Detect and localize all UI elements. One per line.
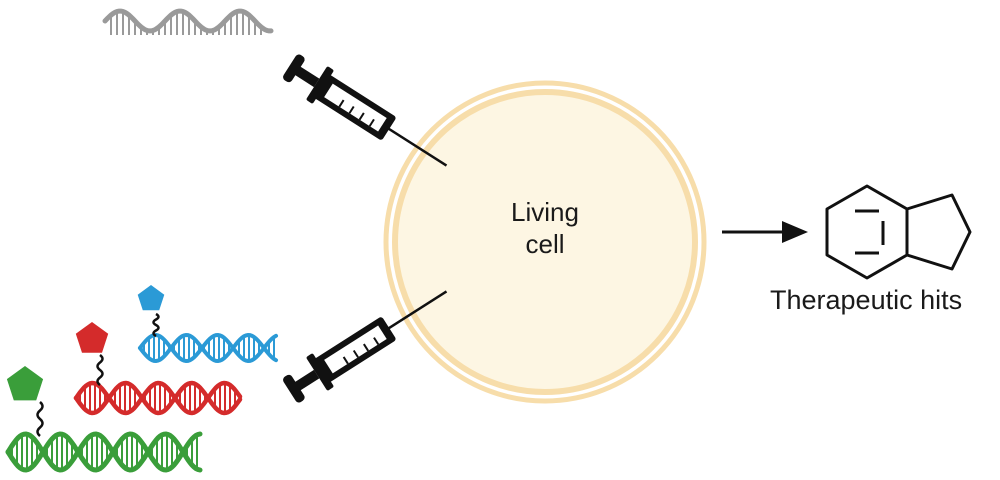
green-tagged-dna-icon xyxy=(5,366,203,473)
dna-backbone xyxy=(73,380,243,416)
indane-molecule-icon xyxy=(825,184,972,280)
cell-label-line1: Living xyxy=(511,197,579,227)
dna-backbone xyxy=(138,332,278,364)
dna-backbone xyxy=(5,431,203,473)
dna-rungs xyxy=(79,383,236,413)
pentagon-tag-icon xyxy=(6,366,44,401)
rna-strand-icon xyxy=(102,8,274,35)
cell-membrane xyxy=(392,89,698,395)
tag-linker xyxy=(96,354,104,387)
dna-rungs xyxy=(11,434,198,470)
dna-backbone xyxy=(138,332,278,364)
pentagon-tag-icon xyxy=(75,322,109,353)
tag-linker xyxy=(152,312,160,338)
cell-label-line2: cell xyxy=(525,229,565,259)
dna-backbone xyxy=(73,380,243,416)
tag-linker xyxy=(36,401,44,437)
red-tagged-dna-icon xyxy=(73,322,243,416)
therapeutic-hits-label: Therapeutic hits xyxy=(770,285,963,315)
dna-backbone xyxy=(5,431,203,473)
output-arrow xyxy=(722,221,808,243)
blue-tagged-dna-icon xyxy=(137,285,278,364)
pentagon-tag-icon xyxy=(137,285,165,311)
cell-outer-ring xyxy=(383,80,707,404)
living-cell xyxy=(383,80,707,404)
cell-label: Living cell xyxy=(470,196,620,260)
